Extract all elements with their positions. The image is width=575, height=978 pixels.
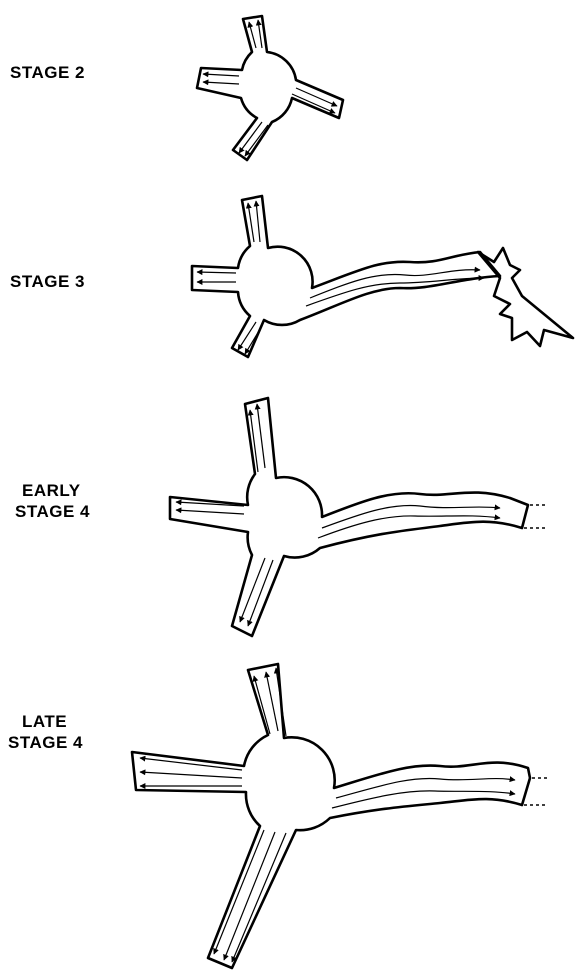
stage-2-arrow: [203, 82, 239, 84]
stage-2-arrow: [258, 20, 262, 48]
late-4-arrow: [232, 833, 286, 962]
late-stage-4-body: [132, 664, 530, 968]
late-4-arrow: [254, 676, 270, 734]
stage-2-body: [197, 16, 343, 160]
stage-3-arrow: [197, 272, 236, 273]
late-4-arrow: [214, 830, 264, 954]
early-4-tail-arrow: [322, 506, 500, 528]
early-4-arrow: [257, 404, 265, 468]
stage-3-arrow: [245, 326, 262, 354]
stage-3-tail-arrow: [310, 270, 480, 298]
starburst: [478, 248, 573, 346]
early-stage-4-figure: [170, 398, 548, 636]
stage-2-arrow: [203, 74, 239, 76]
late-stage-4-figure: [132, 664, 548, 968]
stage-3-figure: [192, 196, 573, 357]
late-4-arrow: [266, 672, 278, 731]
early-stage-4-body: [170, 398, 528, 636]
stage-2-figure: [197, 16, 343, 160]
stage-2-arrow: [292, 94, 335, 113]
early-4-arrow: [176, 510, 244, 514]
late-4-tail-arrow: [336, 778, 515, 798]
stage-3-arrow: [256, 201, 260, 242]
stage-3-body: [192, 196, 500, 357]
late-4-arrow: [140, 772, 242, 778]
